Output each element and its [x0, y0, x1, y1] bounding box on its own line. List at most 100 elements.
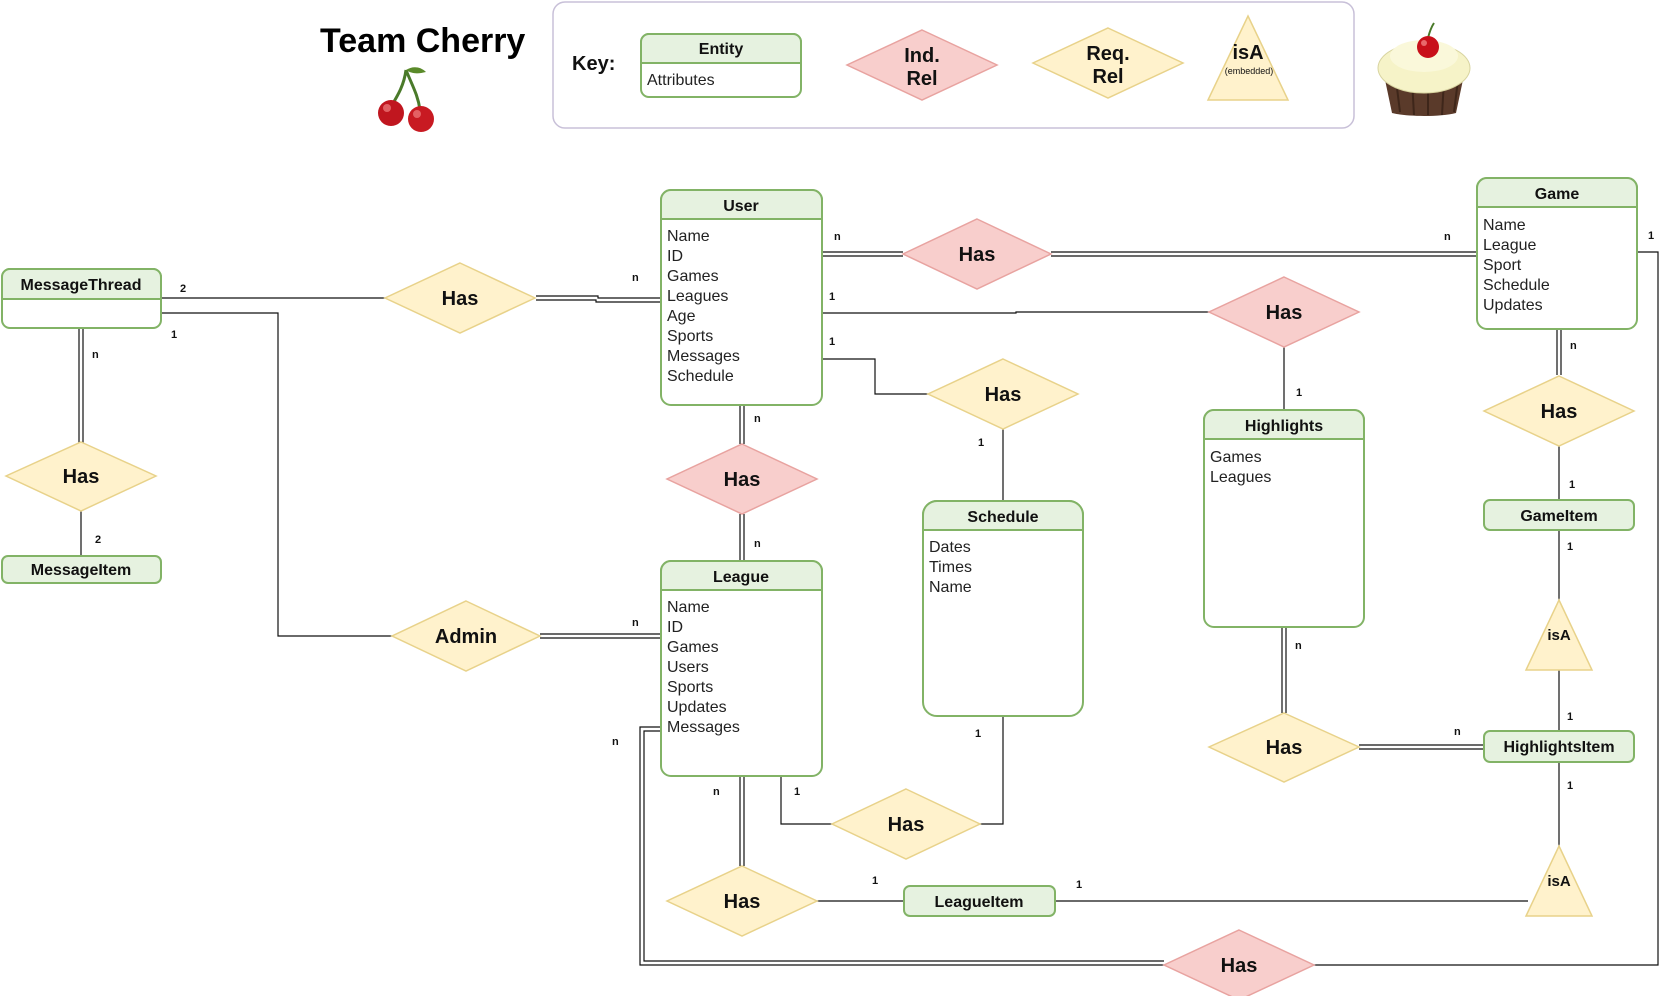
diagram-title: Team Cherry	[320, 22, 525, 60]
rel-highlights-item: Has	[1207, 712, 1361, 783]
attr: Times	[929, 559, 972, 576]
cardinality: 1	[794, 786, 800, 798]
attr: ID	[667, 248, 683, 265]
cardinality: n	[834, 231, 841, 243]
cardinality: 2	[95, 534, 101, 546]
cardinality: n	[1295, 640, 1302, 652]
entity-title: Highlights	[1245, 418, 1323, 435]
rel-league-schedule: Has	[830, 788, 982, 860]
rel-label: Has	[724, 891, 761, 913]
cardinality: n	[754, 413, 761, 425]
attr: Updates	[667, 699, 727, 716]
rel-label: Admin	[435, 626, 497, 648]
entity-attrs: Name ID Games Users Sports Updates Messa…	[667, 599, 740, 736]
attr: Name	[667, 228, 710, 245]
entity-game: Game Name League Sport Schedule Updates	[1476, 177, 1638, 330]
legend-req-rel-line1: Req.	[1086, 43, 1129, 65]
rel-label: Has	[724, 469, 761, 491]
entity-title: Game	[1535, 186, 1580, 203]
entity-user: User Name ID Games Leagues Age Sports Me…	[660, 189, 823, 406]
entity-title: League	[713, 569, 769, 586]
attr: Sports	[667, 679, 713, 696]
rel-label: Has	[1266, 737, 1303, 759]
cardinality: 1	[1648, 230, 1654, 242]
attr: Users	[667, 659, 709, 676]
entity-title: GameItem	[1520, 508, 1597, 525]
entity-title: User	[723, 198, 759, 215]
entity-attrs: Dates Times Name	[929, 539, 972, 596]
cardinality: n	[713, 786, 720, 798]
rel-game-item: Has	[1482, 375, 1636, 447]
rel-user-highlights: Has	[1207, 276, 1361, 348]
cupcake-icon	[1377, 22, 1471, 116]
cardinality: n	[1570, 340, 1577, 352]
cardinality: 1	[1076, 879, 1082, 891]
rel-label: Has	[63, 466, 100, 488]
legend-entity-title: Entity	[699, 41, 744, 58]
cardinality: 1	[872, 875, 878, 887]
entity-schedule: Schedule Dates Times Name	[922, 500, 1084, 717]
cardinality: 1	[1569, 479, 1575, 491]
attr: Games	[1210, 449, 1262, 466]
cardinality-labels: 2 1 n 2 n n n 1 1 1 1 1 n n n 1 1 1 n 1 …	[92, 230, 1654, 891]
entity-game-item: GameItem	[1483, 499, 1635, 531]
attr: Messages	[667, 719, 740, 736]
attr: Updates	[1483, 297, 1543, 314]
connectors	[78, 251, 1659, 966]
legend-req-rel-line2: Rel	[1092, 66, 1123, 88]
cardinality: n	[612, 736, 619, 748]
rel-label: Has	[959, 244, 996, 266]
rel-label: isA	[1547, 627, 1571, 644]
cardinality: 1	[1296, 387, 1302, 399]
cardinality: 1	[1567, 780, 1573, 792]
rel-label: Has	[985, 384, 1022, 406]
rel-label: isA	[1547, 873, 1571, 890]
entity-highlights: Highlights Games Leagues	[1203, 409, 1365, 628]
cardinality: n	[1444, 231, 1451, 243]
cardinality: 1	[1567, 541, 1573, 553]
attr: Name	[667, 599, 710, 616]
legend-req-rel: Req. Rel	[1031, 27, 1185, 99]
rel-label: Has	[888, 814, 925, 836]
rel-isa-top: isA	[1524, 598, 1594, 671]
entity-league: League Name ID Games Users Sports Update…	[660, 560, 823, 777]
attr: Leagues	[1210, 469, 1271, 486]
cherry-icon	[378, 67, 434, 132]
legend-isa-sub: (embedded)	[1225, 66, 1274, 76]
entity-title: LeagueItem	[935, 894, 1024, 911]
rel-thread-user: Has	[383, 262, 537, 334]
attr: Age	[667, 308, 696, 325]
attr: Name	[929, 579, 972, 596]
attr: Games	[667, 268, 719, 285]
legend-entity-attr: Attributes	[647, 72, 715, 89]
entity-title: HighlightsItem	[1503, 739, 1614, 756]
entity-title: MessageThread	[21, 277, 142, 294]
cardinality: 1	[975, 728, 981, 740]
attr: Name	[1483, 217, 1526, 234]
legend-ind-rel-line2: Rel	[906, 68, 937, 90]
attr: Dates	[929, 539, 971, 556]
cardinality: 2	[180, 283, 186, 295]
entity-attrs: Name ID Games Leagues Age Sports Message…	[667, 228, 740, 385]
rel-user-schedule: Has	[926, 358, 1080, 430]
attr: Sports	[667, 328, 713, 345]
rel-user-league: Has	[665, 443, 819, 515]
rel-user-game: Has	[901, 218, 1053, 290]
rel-admin: Admin	[390, 600, 542, 672]
legend-isa: isA (embedded)	[1206, 14, 1290, 101]
rel-label: Has	[1221, 955, 1258, 977]
rel-isa-bottom: isA	[1524, 844, 1594, 917]
cardinality: 1	[171, 329, 177, 341]
entity-highlights-item: HighlightsItem	[1483, 730, 1635, 763]
entity-message-thread: MessageThread	[1, 268, 162, 329]
rel-label: Has	[1541, 401, 1578, 423]
rel-league-game: Has	[1162, 929, 1316, 996]
cardinality: n	[92, 349, 99, 361]
cardinality: n	[632, 617, 639, 629]
cardinality: 1	[978, 437, 984, 449]
rel-league-item: Has	[665, 865, 819, 937]
legend-ind-rel: Ind. Rel	[845, 29, 999, 101]
attr: Leagues	[667, 288, 728, 305]
rel-thread-item: Has	[4, 441, 158, 512]
